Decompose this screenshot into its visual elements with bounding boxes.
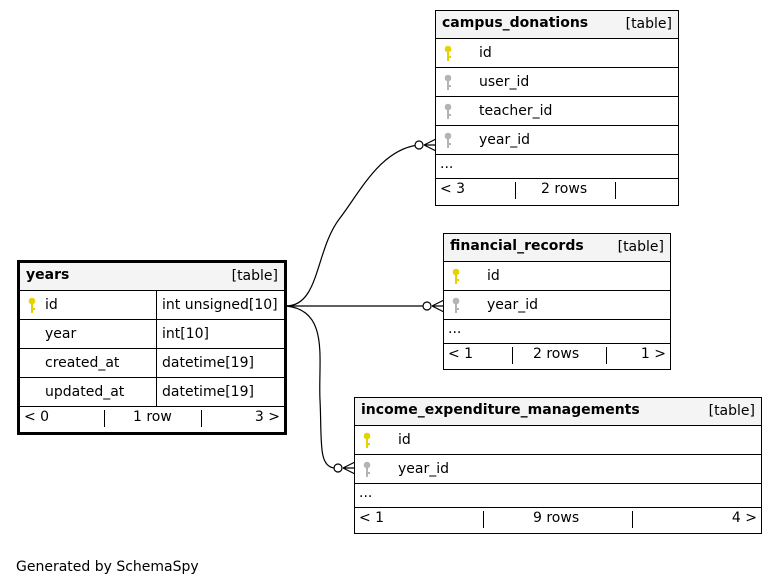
column-row[interactable]: year_id [436, 126, 678, 155]
column-row[interactable]: teacher_id [436, 97, 678, 126]
children-count[interactable]: 1 > [640, 346, 666, 362]
parents-count[interactable]: < 3 [440, 181, 466, 197]
column-row[interactable]: year_id [444, 291, 670, 320]
column-name: id [479, 45, 492, 61]
table-header: years [table] [20, 263, 284, 291]
table-footer: < 0 1 row 3 > [20, 407, 284, 430]
column-row[interactable]: year_id [355, 455, 761, 484]
footer-divider [632, 511, 633, 528]
footer-divider [606, 347, 607, 364]
more-columns-label: ... [440, 156, 454, 172]
foreign-key-icon [362, 461, 374, 479]
children-count[interactable]: 3 > [254, 409, 280, 425]
table-years[interactable]: years [table] id int unsigned[10] year i… [17, 260, 287, 435]
table-header: financial_records [table] [444, 234, 670, 262]
table-name[interactable]: years [26, 267, 70, 283]
more-columns-label: ... [448, 321, 462, 337]
column-divider [156, 349, 157, 377]
foreign-key-icon [443, 103, 455, 121]
column-divider [156, 291, 157, 319]
column-name: teacher_id [479, 103, 553, 119]
primary-key-icon [451, 268, 463, 286]
column-row[interactable]: updated_at datetime[19] [20, 378, 284, 407]
column-name: id [398, 432, 411, 448]
table-financial-records[interactable]: financial_records [table] id year_id ...… [443, 233, 671, 370]
column-name: created_at [45, 355, 120, 371]
column-row[interactable]: year int[10] [20, 320, 284, 349]
primary-key-icon [362, 432, 374, 450]
column-type: datetime[19] [162, 384, 254, 400]
row-count: 1 row [133, 409, 172, 425]
column-row[interactable]: id [444, 262, 670, 291]
foreign-key-icon [443, 132, 455, 150]
table-type: [table] [617, 239, 664, 255]
generator-credit: Generated by SchemaSpy [16, 559, 199, 575]
column-row[interactable]: created_at datetime[19] [20, 349, 284, 378]
table-name[interactable]: campus_donations [442, 15, 589, 31]
footer-divider [515, 182, 516, 199]
edge-crowsfoot-marker [342, 461, 356, 475]
column-row[interactable]: user_id [436, 68, 678, 97]
column-name: year_id [479, 132, 531, 148]
primary-key-icon [27, 297, 39, 315]
column-name: year_id [487, 297, 539, 313]
foreign-key-icon [451, 297, 463, 315]
column-name: year [45, 326, 77, 342]
table-header: income_expenditure_managements [table] [355, 398, 761, 426]
column-name: year_id [398, 461, 450, 477]
edge-optional-marker [333, 463, 343, 473]
column-row[interactable]: id int unsigned[10] [20, 291, 284, 320]
row-count: 9 rows [533, 510, 580, 526]
column-divider [156, 320, 157, 348]
column-type: datetime[19] [162, 355, 254, 371]
table-income-expenditure-managements[interactable]: income_expenditure_managements [table] i… [354, 397, 762, 534]
column-type: int unsigned[10] [162, 297, 278, 313]
edge-years-income-expenditure [285, 305, 335, 469]
footer-divider [615, 182, 616, 199]
column-type: int[10] [162, 326, 209, 342]
column-row[interactable]: id [436, 39, 678, 68]
edge-optional-marker [414, 140, 424, 150]
children-count[interactable]: 4 > [731, 510, 757, 526]
edge-years-campus-donations [285, 144, 419, 307]
row-count: 2 rows [533, 346, 580, 362]
column-name: updated_at [45, 384, 125, 400]
footer-divider [201, 410, 202, 427]
footer-divider [512, 347, 513, 364]
edge-optional-marker [422, 301, 432, 311]
table-name[interactable]: financial_records [450, 238, 584, 254]
column-name: user_id [479, 74, 530, 90]
table-footer: < 1 9 rows 4 > [355, 508, 761, 531]
footer-divider [104, 410, 105, 427]
table-name[interactable]: income_expenditure_managements [361, 402, 640, 418]
column-row[interactable]: id [355, 426, 761, 455]
more-columns: ... [436, 155, 678, 179]
table-campus-donations[interactable]: campus_donations [table] id user_id teac… [435, 10, 679, 206]
column-divider [156, 378, 157, 406]
table-type: [table] [625, 16, 672, 32]
primary-key-icon [443, 45, 455, 63]
more-columns-label: ... [359, 485, 373, 501]
more-columns: ... [355, 484, 761, 508]
footer-divider [483, 511, 484, 528]
table-type: [table] [231, 268, 278, 284]
edge-crowsfoot-marker [423, 138, 437, 152]
parents-count[interactable]: < 1 [448, 346, 474, 362]
row-count: 2 rows [541, 181, 588, 197]
table-type: [table] [708, 403, 755, 419]
foreign-key-icon [443, 74, 455, 92]
column-name: id [487, 268, 500, 284]
column-name: id [45, 297, 58, 313]
parents-count[interactable]: < 1 [359, 510, 385, 526]
table-footer: < 3 2 rows [436, 179, 678, 202]
table-footer: < 1 2 rows 1 > [444, 344, 670, 367]
edge-crowsfoot-marker [431, 299, 445, 313]
more-columns: ... [444, 320, 670, 344]
parents-count[interactable]: < 0 [24, 409, 50, 425]
table-header: campus_donations [table] [436, 11, 678, 39]
